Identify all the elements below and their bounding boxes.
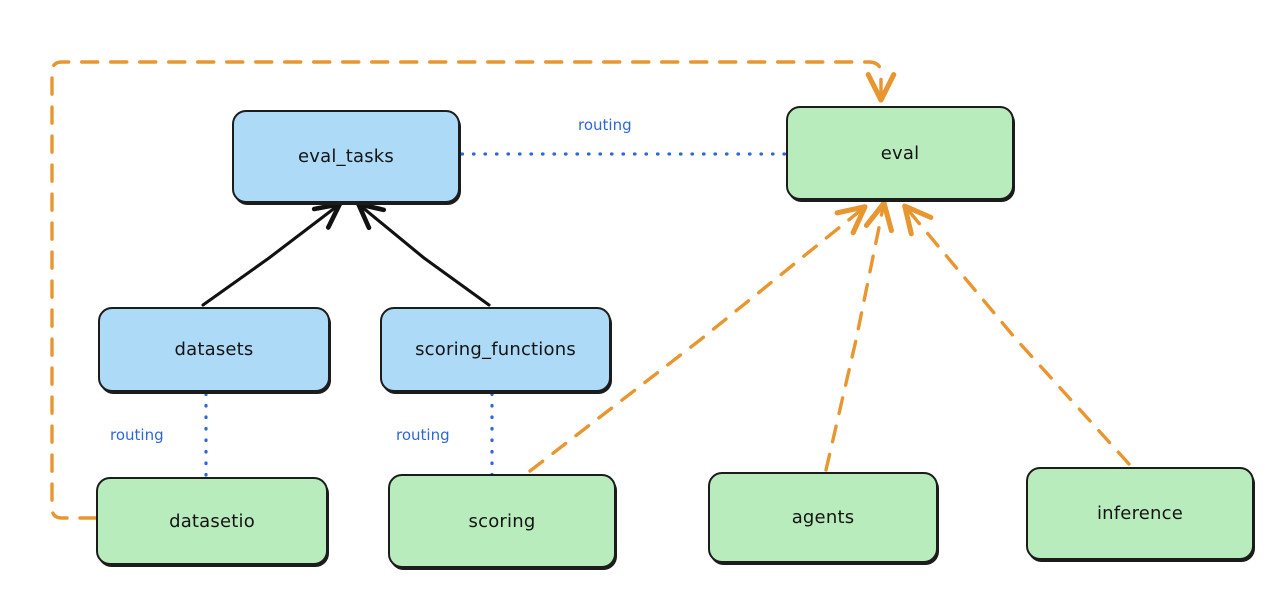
node-label: inference [1096, 503, 1184, 524]
edge-datasetio-to-eval [50, 60, 897, 520]
node-inference[interactable]: inference [1026, 467, 1254, 560]
edge-label-routing-scoring-functions-scoring: routing [396, 426, 450, 444]
node-label: datasetio [169, 510, 255, 532]
edge-datasets-to-eval-tasks [201, 201, 343, 307]
node-label: eval [880, 142, 920, 164]
node-scoring[interactable]: scoring [388, 474, 616, 568]
edge-inference-to-eval [902, 203, 1131, 466]
node-label: datasets [174, 339, 254, 360]
edge-label-routing-datasets-datasetio: routing [110, 426, 164, 444]
edge-label-routing-eval-tasks-eval: routing [578, 116, 632, 134]
node-label: eval_tasks [297, 146, 395, 167]
node-label: scoring_functions [415, 339, 576, 360]
edge-agents-to-eval [824, 200, 894, 472]
node-scoring-functions[interactable]: scoring_functions [380, 307, 611, 392]
node-eval[interactable]: eval [786, 106, 1014, 200]
edge-scoring-to-eval [528, 204, 868, 473]
node-label: scoring [468, 510, 536, 532]
node-label: agents [791, 507, 855, 528]
node-datasetio[interactable]: datasetio [96, 477, 328, 565]
node-agents[interactable]: agents [708, 472, 938, 563]
edge-scoring-functions-to-eval-tasks [356, 201, 491, 307]
node-eval-tasks[interactable]: eval_tasks [232, 110, 460, 203]
node-datasets[interactable]: datasets [98, 307, 330, 392]
